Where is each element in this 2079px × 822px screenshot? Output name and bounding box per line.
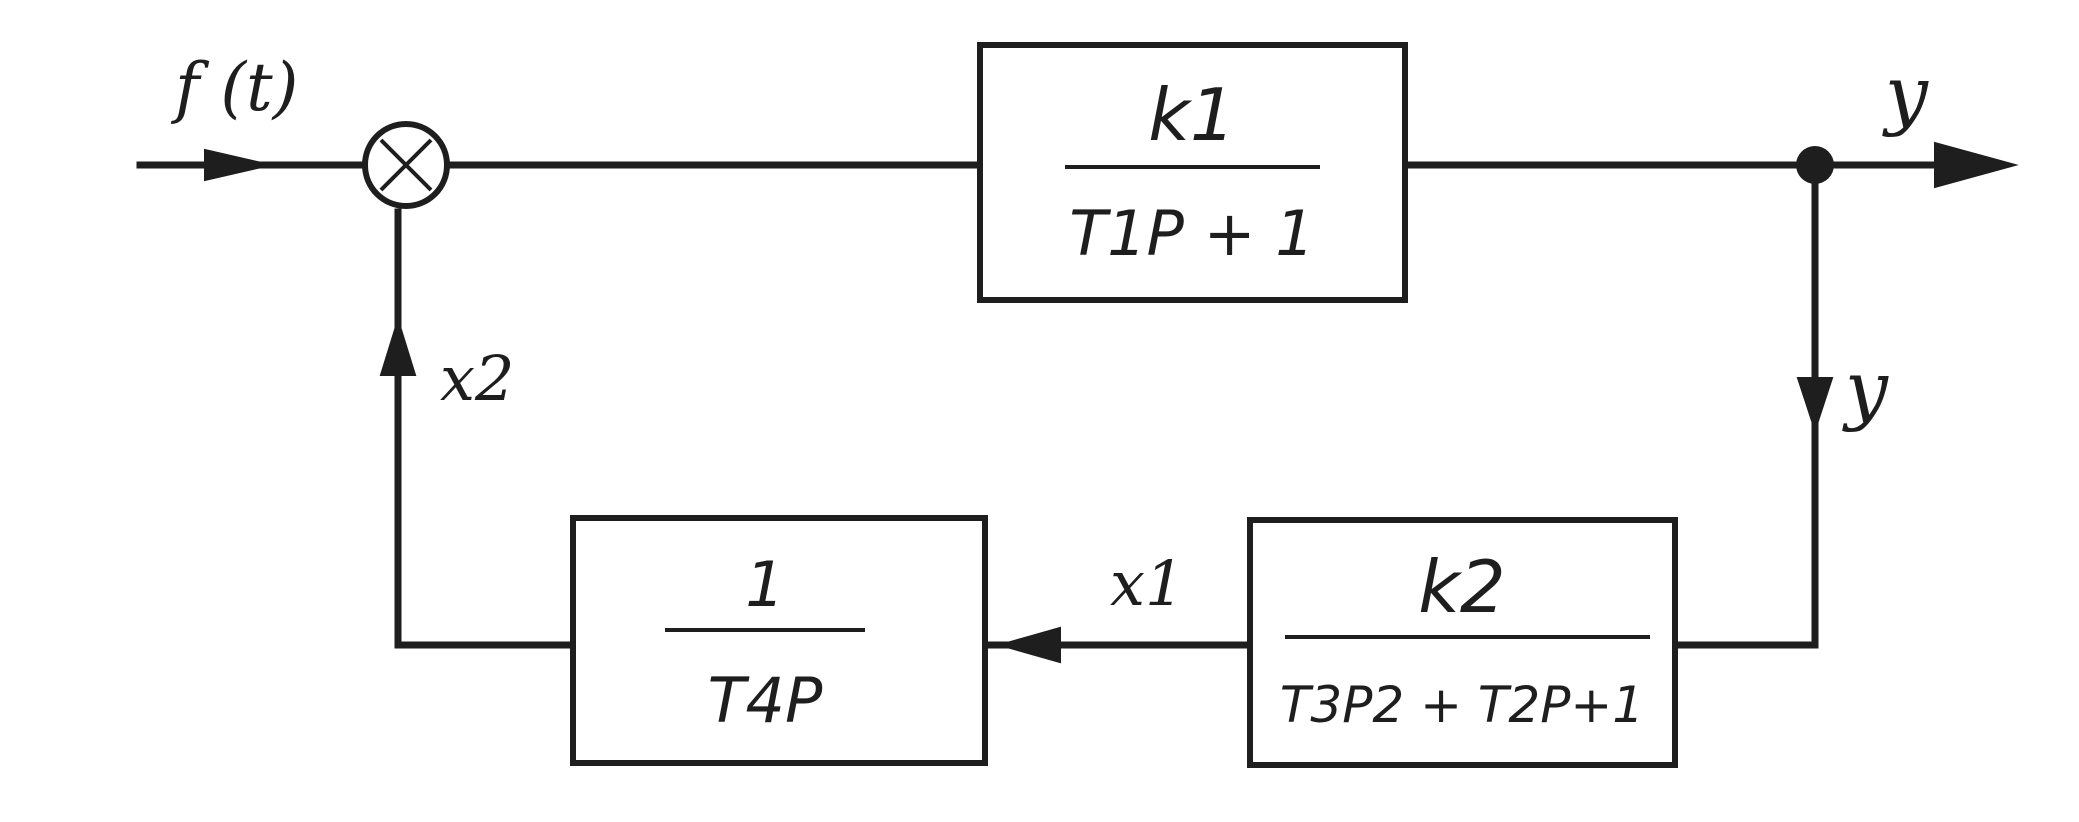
x2-up-arrow-icon bbox=[379, 316, 417, 376]
input-arrow-icon bbox=[204, 148, 271, 182]
x1-label: x1 bbox=[1110, 547, 1184, 620]
x2-label: x2 bbox=[440, 342, 514, 415]
integrator-numerator: 1 bbox=[745, 548, 784, 621]
forward-block-frame bbox=[977, 42, 1408, 303]
feedback-plant-numerator: k2 bbox=[1418, 545, 1506, 629]
feedback-plant-denominator: T3P2 + T2P+1 bbox=[1280, 676, 1644, 734]
feedback-plant-block: k2 T3P2 + T2P+1 bbox=[1247, 517, 1678, 768]
integrator-denominator: T4P bbox=[708, 664, 823, 737]
summing-junction bbox=[362, 121, 450, 209]
integrator-block: 1 T4P bbox=[570, 515, 988, 766]
output-arrow-icon bbox=[1934, 141, 2019, 189]
branch-node bbox=[1796, 146, 1834, 184]
feedback-plant-frame bbox=[1247, 517, 1678, 768]
x1-arrow-icon bbox=[996, 626, 1061, 664]
forward-block: k1 T1P + 1 bbox=[977, 42, 1408, 303]
branch-down-arrow-icon bbox=[1796, 377, 1834, 434]
output-label: y bbox=[1882, 49, 1929, 138]
branch-label: y bbox=[1842, 344, 1889, 433]
forward-denominator: T1P + 1 bbox=[1069, 197, 1315, 270]
input-label: f (t) bbox=[170, 49, 298, 126]
integrator-frame bbox=[570, 515, 988, 766]
forward-numerator: k1 bbox=[1148, 73, 1236, 157]
summing-junction-cross-b bbox=[379, 138, 433, 192]
